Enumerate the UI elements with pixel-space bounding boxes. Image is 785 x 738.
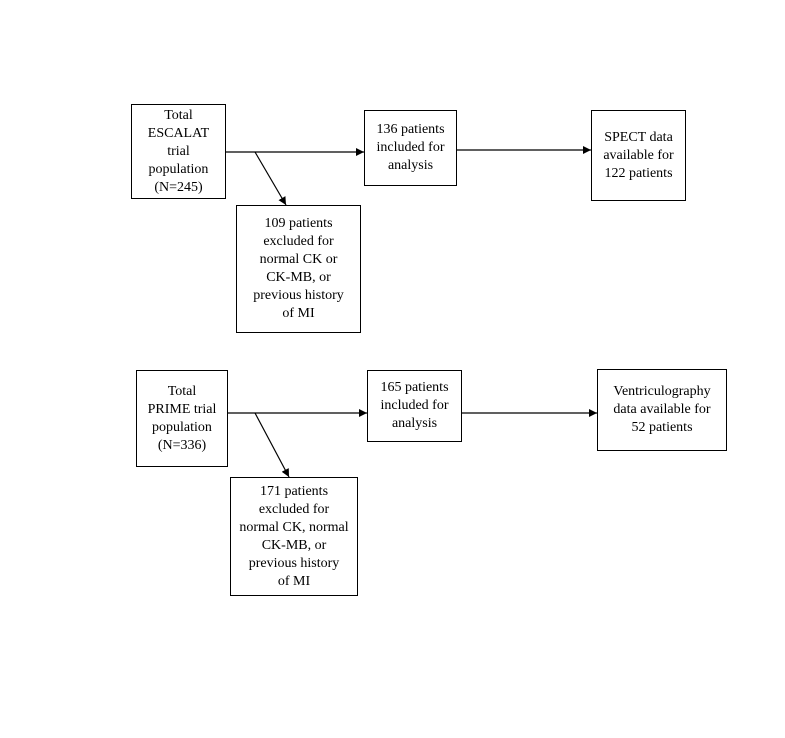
prime-ventriculography-available-box: Ventriculography data available for 52 p… bbox=[597, 369, 727, 451]
escalat-excluded-box: 109 patients excluded for normal CK or C… bbox=[236, 205, 361, 333]
escalat-included-box: 136 patients included for analysis bbox=[364, 110, 457, 186]
prime-included-box: 165 patients included for analysis bbox=[367, 370, 462, 442]
prime-included-text: 165 patients included for analysis bbox=[380, 380, 449, 431]
escalat-total-population-text: Total ESCALAT trial population (N=245) bbox=[147, 107, 210, 195]
prime-total-to-excluded-arrow bbox=[254, 412, 290, 478]
escalat-spect-available-box: SPECT data available for 122 patients bbox=[591, 110, 686, 201]
prime-excluded-text: 171 patients excluded for normal CK, nor… bbox=[239, 483, 349, 589]
prime-excluded-box: 171 patients excluded for normal CK, nor… bbox=[230, 477, 358, 596]
escalat-total-population-box: Total ESCALAT trial population (N=245) bbox=[131, 104, 226, 199]
escalat-included-text: 136 patients included for analysis bbox=[376, 122, 445, 173]
prime-total-population-text: Total PRIME trial population (N=336) bbox=[147, 383, 217, 453]
prime-total-population-box: Total PRIME trial population (N=336) bbox=[136, 370, 228, 467]
escalat-excluded-text: 109 patients excluded for normal CK or C… bbox=[253, 216, 344, 321]
escalat-total-to-excluded-arrow bbox=[254, 151, 287, 206]
prime-ventriculography-available-text: Ventriculography data available for 52 p… bbox=[613, 384, 711, 435]
escalat-spect-available-text: SPECT data available for 122 patients bbox=[603, 129, 674, 181]
